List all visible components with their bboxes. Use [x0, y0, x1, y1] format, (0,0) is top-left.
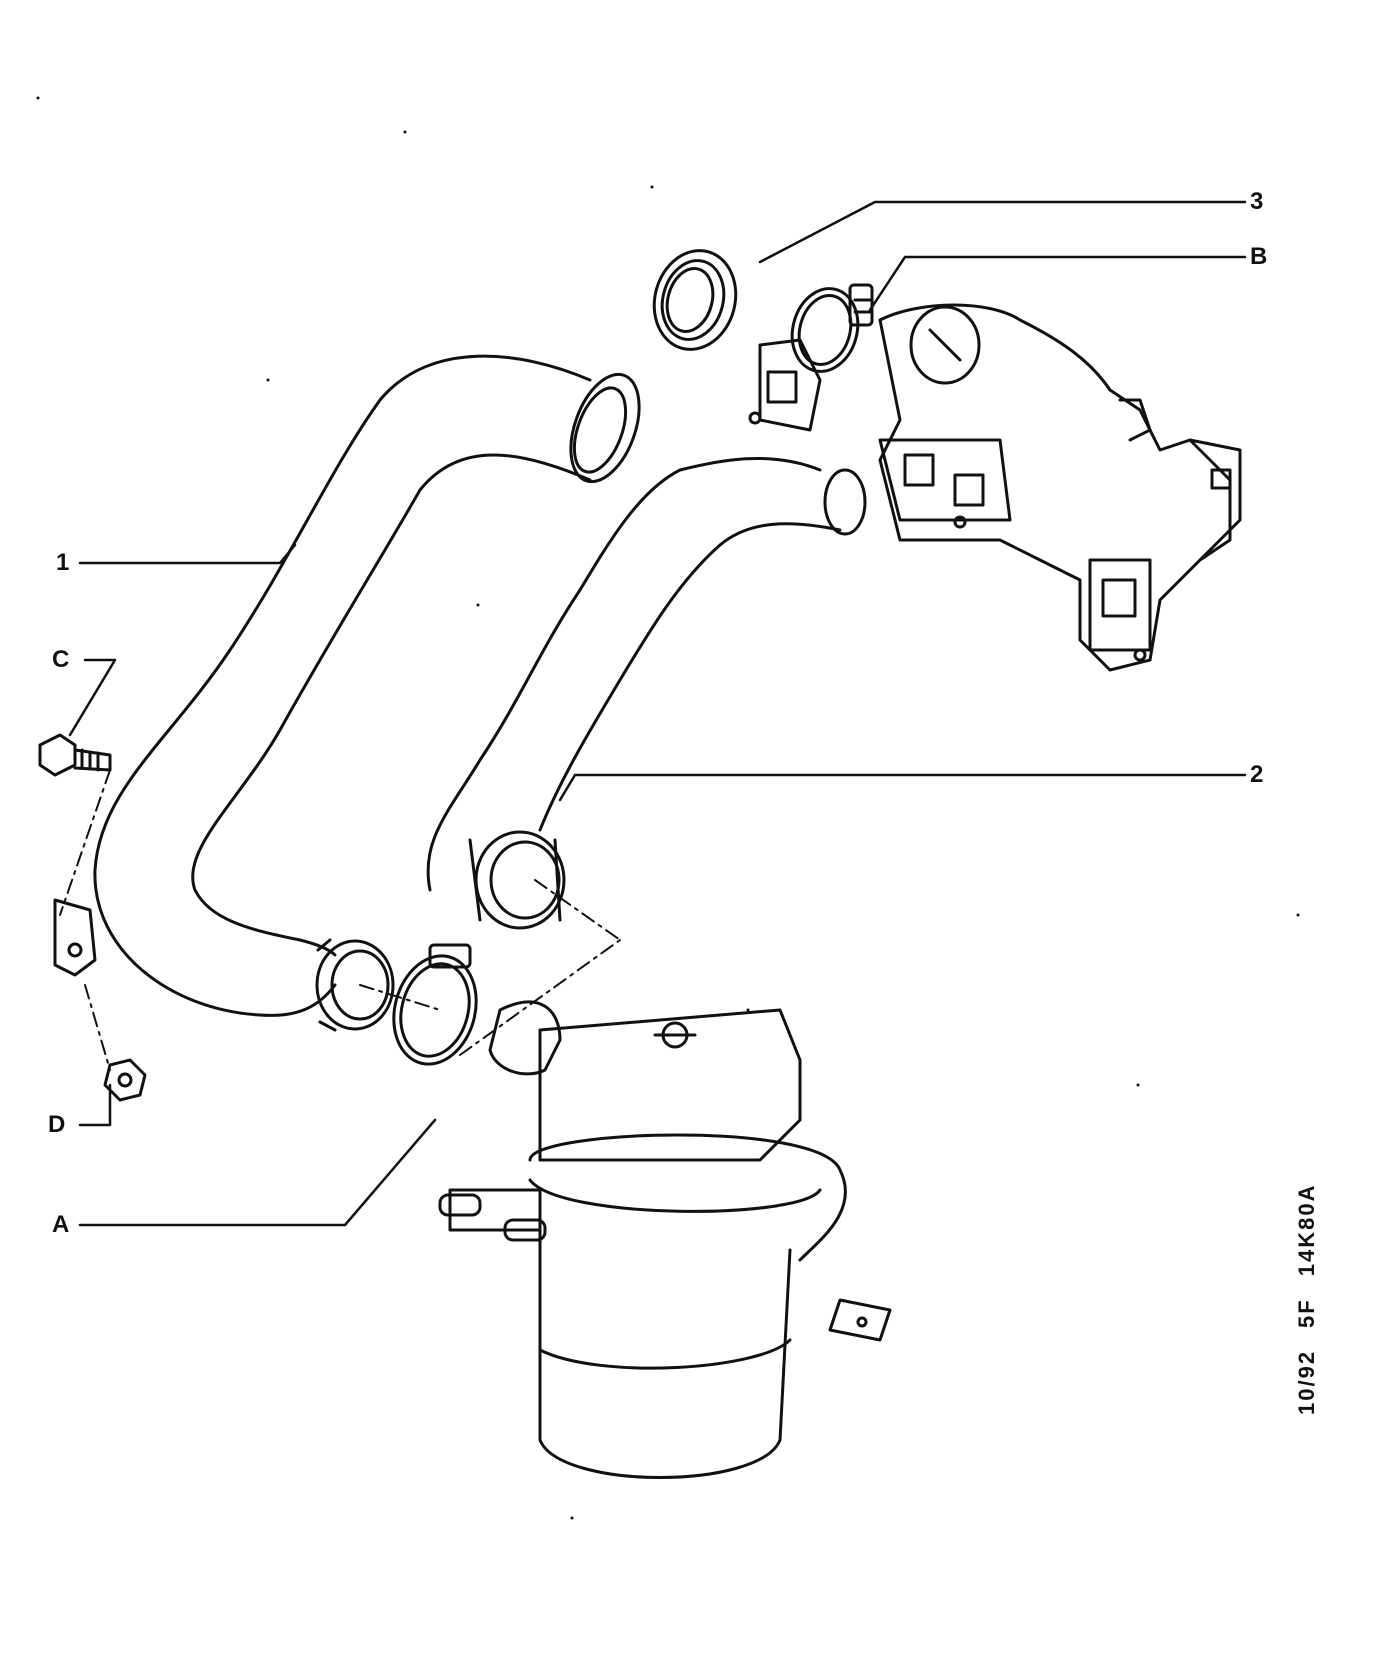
clamp-A [392, 943, 478, 1066]
intake-manifold [748, 303, 1242, 672]
callout-part-3: 3 [1250, 188, 1264, 215]
callout-part-C: C [52, 646, 70, 673]
drawing-date: 10/92 [1294, 1349, 1319, 1415]
callout-part-B: B [1250, 243, 1268, 270]
air-filter-housing [438, 1000, 892, 1479]
leader-lines [68, 200, 1247, 1227]
callout-part-1: 1 [56, 549, 70, 576]
callout-part-A: A [52, 1211, 70, 1238]
hose-1 [93, 354, 641, 1032]
hose-2 [426, 457, 867, 930]
clamp-B [790, 283, 874, 373]
callout-part-2: 2 [1250, 761, 1264, 788]
drawing-section: 5F [1294, 1298, 1319, 1328]
nut-D [103, 1058, 147, 1102]
support-bracket [53, 898, 97, 977]
callout-part-D: D [48, 1111, 66, 1138]
seal-ring-3 [652, 249, 738, 351]
scan-specks [36, 96, 1300, 1520]
bolt-C [38, 733, 112, 777]
drawing-ref: 14K80A [1294, 1183, 1319, 1277]
assembly-axes [59, 769, 621, 1071]
